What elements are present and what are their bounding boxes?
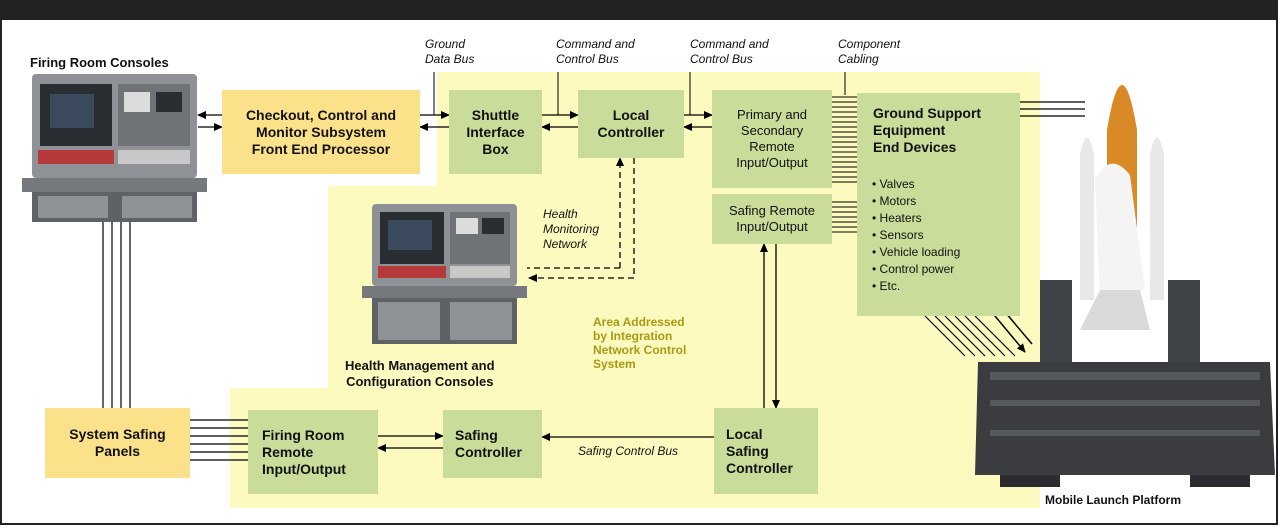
ground-data-bus-label: Ground Data Bus	[425, 37, 475, 66]
primary-secondary-rio-box: Primary and Secondary Remote Input/Outpu…	[712, 90, 832, 188]
gse-device-list: Valves Motors Heaters Sensors Vehicle lo…	[872, 176, 961, 295]
system-safing-panels-label: System Safing Panels	[69, 426, 166, 459]
safing-rio-box: Safing Remote Input/Output	[712, 194, 832, 244]
shuttle-interface-label: Shuttle Interface Box	[466, 106, 525, 157]
integration-area-note: Area Addressed by Integration Network Co…	[593, 315, 687, 371]
firing-room-rio-box: Firing Room Remote Input/Output	[248, 410, 378, 494]
list-item: Valves	[872, 176, 960, 193]
safing-controller-label: Safing Controller	[455, 427, 522, 460]
diagram-frame	[0, 20, 1278, 525]
local-controller-label: Local Controller	[597, 107, 665, 140]
mobile-launch-platform-label: Mobile Launch Platform	[1045, 493, 1182, 507]
list-item: Etc.	[872, 278, 960, 295]
safing-control-bus-label: Safing Control Bus	[578, 444, 679, 458]
firing-room-consoles-label: Firing Room Consoles	[30, 55, 169, 70]
list-item: Motors	[872, 193, 960, 210]
front-end-processor-label: Checkout, Control and Monitor Subsystem …	[245, 106, 397, 157]
list-item: Heaters	[872, 210, 960, 227]
command-control-bus-label-1: Command and Control Bus	[556, 37, 635, 66]
list-item: Control power	[872, 261, 960, 278]
local-controller-box: Local Controller	[578, 90, 684, 158]
list-item: Sensors	[872, 227, 960, 244]
component-cabling-label: Component Cabling	[838, 37, 901, 66]
shuttle-launch-platform-illustration	[975, 85, 1275, 487]
local-safing-controller-box: Local Safing Controller	[714, 408, 818, 494]
local-safing-controller-label: Local Safing Controller	[726, 425, 793, 476]
front-end-processor-box: Checkout, Control and Monitor Subsystem …	[222, 90, 420, 174]
firing-room-console-illustration	[22, 74, 207, 222]
firing-room-rio-label: Firing Room Remote Input/Output	[262, 426, 346, 477]
health-management-consoles-label: Health Management and Configuration Cons…	[345, 358, 495, 389]
health-monitoring-network-label: Health Monitoring Network	[543, 207, 600, 251]
safing-controller-box: Safing Controller	[443, 410, 542, 478]
safing-rio-label: Safing Remote Input/Output	[729, 203, 815, 234]
list-item: Vehicle loading	[872, 244, 961, 261]
gse-end-devices-label: Ground Support Equipment End Devices	[873, 105, 982, 155]
command-control-bus-label-2: Command and Control Bus	[690, 37, 769, 66]
shuttle-interface-box: Shuttle Interface Box	[449, 90, 542, 174]
top-bar	[0, 0, 1278, 20]
health-console-illustration	[362, 204, 527, 344]
system-safing-panels-box: System Safing Panels	[45, 408, 190, 478]
primary-secondary-rio-label: Primary and Secondary Remote Input/Outpu…	[736, 107, 808, 170]
